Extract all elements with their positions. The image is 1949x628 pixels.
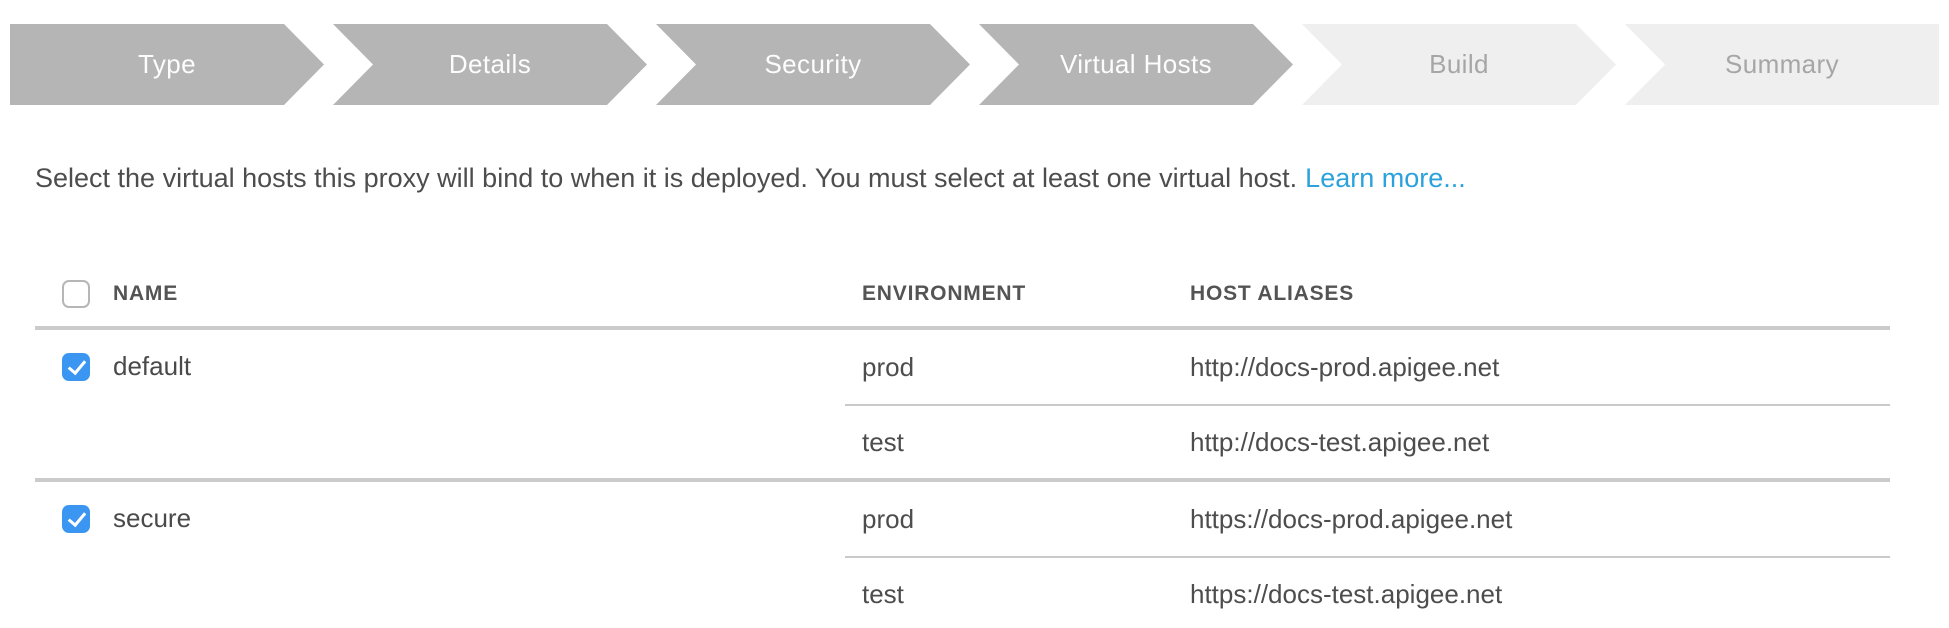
virtual-host-bindings: prod http://docs-prod.apigee.net test ht… [845,330,1890,478]
virtual-hosts-table: NAME ENVIRONMENT HOST ALIASES default pr… [35,262,1890,628]
step-virtual-hosts-label: Virtual Hosts [1059,49,1213,79]
learn-more-link[interactable]: Learn more... [1305,163,1466,193]
table-header-row: NAME ENVIRONMENT HOST ALIASES [35,262,1890,330]
step-details-label: Details [448,49,532,79]
select-all-checkbox[interactable] [62,280,90,308]
environment-value: test [862,578,904,609]
step-type-label: Type [138,49,196,79]
step-summary-label: Summary [1724,49,1840,79]
select-all-cell [35,280,113,308]
description-text: Select the virtual hosts this proxy will… [35,163,1298,193]
step-details[interactable]: Details [333,24,647,105]
binding-row: prod https://docs-prod.apigee.net [845,482,1890,556]
column-header-environment: ENVIRONMENT [862,282,1026,305]
binding-row: prod http://docs-prod.apigee.net [845,330,1890,404]
environment-value: test [862,426,904,457]
environment-value: prod [862,503,915,534]
table-row: secure prod https://docs-prod.apigee.net… [35,478,1890,628]
step-virtual-hosts[interactable]: Virtual Hosts [979,24,1293,105]
host-alias-value: https://docs-test.apigee.net [1190,578,1503,609]
page-description: Select the virtual hosts this proxy will… [35,160,1914,196]
row-checkbox-cell [35,482,113,628]
host-alias-value: http://docs-prod.apigee.net [1190,351,1500,382]
column-header-host-aliases: HOST ALIASES [1190,282,1355,305]
step-security-label: Security [764,49,862,79]
row-checkbox-secure[interactable] [62,505,90,533]
step-type[interactable]: Type [10,24,324,105]
binding-row: test http://docs-test.apigee.net [845,404,1890,478]
virtual-host-name: secure [113,503,192,533]
step-summary: Summary [1625,24,1939,105]
binding-row: test https://docs-test.apigee.net [845,556,1890,628]
host-alias-value: http://docs-test.apigee.net [1190,426,1490,457]
host-alias-value: https://docs-prod.apigee.net [1190,503,1513,534]
row-checkbox-default[interactable] [62,353,90,381]
virtual-host-bindings: prod https://docs-prod.apigee.net test h… [845,482,1890,628]
virtual-host-name: default [113,351,192,381]
column-header-name: NAME [113,282,179,305]
step-build: Build [1302,24,1616,105]
step-security[interactable]: Security [656,24,970,105]
table-row: default prod http://docs-prod.apigee.net… [35,330,1890,478]
step-build-label: Build [1429,49,1489,79]
row-checkbox-cell [35,330,113,478]
wizard-stepper: Type Details Security Virtual Hosts Buil… [10,24,1939,105]
environment-value: prod [862,351,915,382]
